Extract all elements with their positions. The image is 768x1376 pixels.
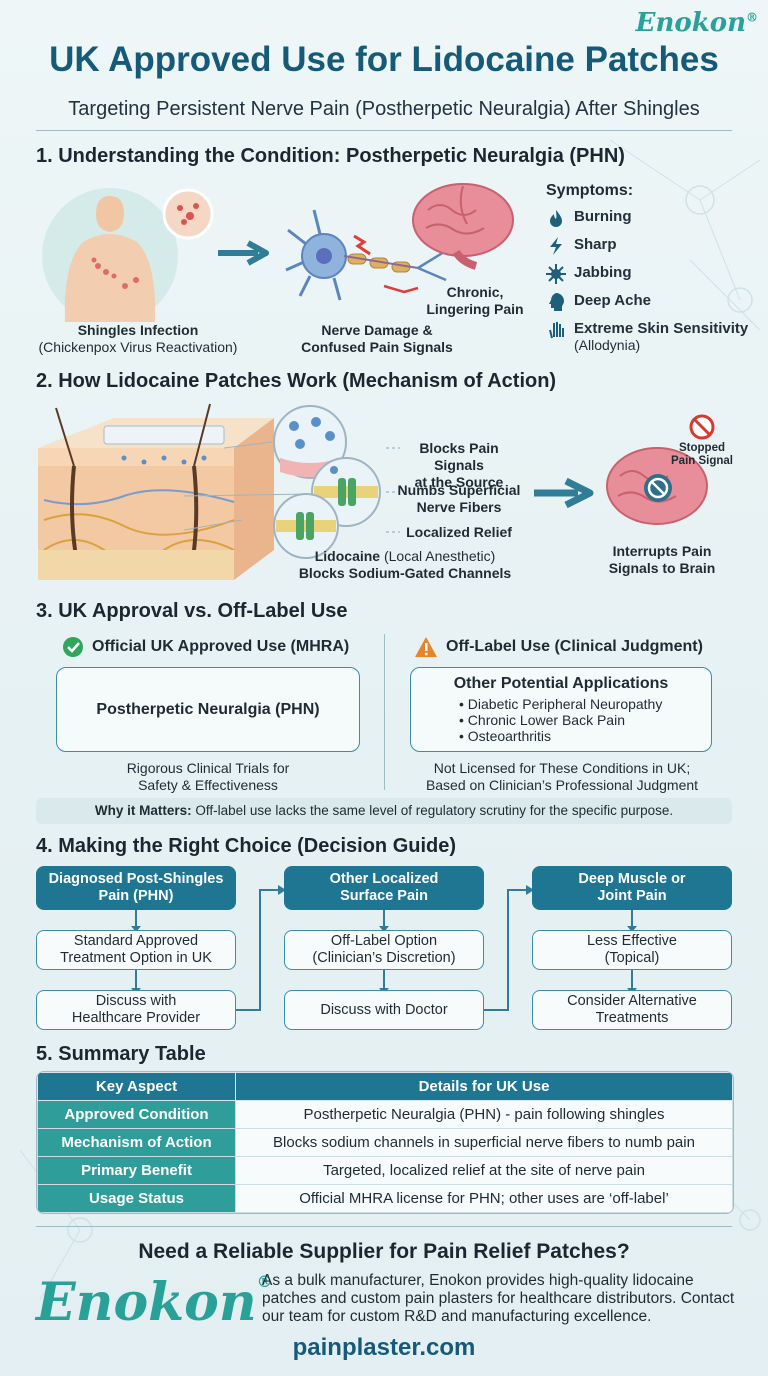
shingles-torso-illustration	[42, 188, 214, 322]
check-icon	[63, 637, 83, 657]
shingles-sublabel: (Chickenpox Virus Reactivation)	[38, 339, 238, 355]
symptom-item: Deep Ache	[546, 292, 756, 320]
stop-icon	[689, 414, 715, 440]
callout-localized-relief: Localized Relief	[406, 524, 512, 540]
brain-icon	[412, 183, 514, 270]
callout-blocks-pain-2: at the Source	[414, 474, 504, 490]
hand-icon	[546, 320, 566, 340]
warning-icon	[415, 637, 437, 657]
divider	[36, 1226, 732, 1227]
section-5-heading: 5. Summary Table	[36, 1043, 206, 1065]
footer-description: As a bulk manufacturer, Enokon provides …	[262, 1272, 735, 1325]
offlabel-note-2: Based on Clinician’s Professional Judgme…	[425, 777, 699, 793]
page-title: UK Approved Use for Lidocaine Patches	[49, 40, 719, 79]
symptom-item: Sharp	[546, 236, 756, 264]
lidocaine-label: Lidocaine	[314, 548, 381, 564]
lidocaine-desc: (Local Anesthetic)	[380, 548, 496, 564]
why-it-matters-banner: Why it Matters: Off-label use lacks the …	[36, 798, 732, 824]
callout-leader-lines	[386, 447, 400, 533]
section-1-heading: 1. Understanding the Condition: Postherp…	[36, 145, 625, 167]
offlabel-box-title: Other Potential Applications	[453, 675, 669, 692]
brand-logo-top: Enokon®	[635, 8, 758, 38]
column-header: Details for UK Use	[235, 1072, 733, 1101]
chronic-pain-label-2: Lingering Pain	[426, 301, 524, 317]
table-header-row: Key Aspect Details for UK Use	[37, 1072, 733, 1101]
stopped-signal-label-2: Pain Signal	[671, 455, 733, 467]
stopped-signal-label: Stopped	[679, 442, 725, 454]
offlabel-item: • Chronic Lower Back Pain	[459, 712, 625, 728]
nerve-damage-illustration	[285, 209, 447, 301]
offlabel-item: • Osteoarthritis	[459, 728, 552, 744]
symptom-item: Burning	[546, 208, 756, 236]
approved-note-2: Safety & Effectiveness	[138, 777, 278, 793]
approved-condition-box: Postherpetic Neuralgia (PHN)	[56, 667, 360, 752]
callout-numbs-2: Nerve Fibers	[416, 499, 502, 515]
column-header: Key Aspect	[37, 1072, 236, 1101]
offlabel-applications-box: Other Potential Applications • Diabetic …	[410, 667, 712, 752]
callout-numbs: Numbs Superficial	[397, 482, 521, 498]
nerve-damage-label: Nerve Damage &	[321, 322, 433, 338]
chronic-pain-label: Chronic,	[446, 284, 504, 300]
arrow-right-icon	[218, 240, 269, 266]
interrupts-label-2: Signals to Brain	[608, 560, 716, 576]
symptom-item: Extreme Skin Sensitivity(Allodynia)	[546, 320, 756, 360]
divider	[36, 130, 732, 131]
approved-note: Rigorous Clinical Trials for	[126, 760, 290, 776]
flow-deep-mid: Less Effective(Topical)	[532, 930, 732, 970]
symptom-item: Jabbing	[546, 264, 756, 292]
flame-icon	[546, 208, 566, 228]
section-4-heading: 4. Making the Right Choice (Decision Gui…	[36, 835, 457, 857]
arrow-right-icon	[534, 477, 594, 509]
section-3-heading: 3. UK Approval vs. Off-Label Use	[36, 600, 348, 622]
section-2-heading: 2. How Lidocaine Patches Work (Mechanism…	[36, 370, 557, 392]
interrupts-label: Interrupts Pain	[612, 543, 712, 559]
sodium-channels-label: Blocks Sodium-Gated Channels	[298, 565, 512, 581]
offlabel-use-title: Off-Label Use (Clinical Judgment)	[414, 636, 703, 658]
website-link[interactable]: painplaster.com	[292, 1334, 476, 1361]
burst-icon	[546, 264, 566, 284]
brain-blocked-icon	[606, 447, 708, 525]
brand-logo-footer: Enokon®	[36, 1272, 273, 1333]
flow-surface-mid: Off-Label Option(Clinician’s Discretion)	[284, 930, 484, 970]
summary-table: Key Aspect Details for UK Use Approved C…	[37, 1072, 733, 1213]
lightning-icon	[546, 236, 566, 256]
callout-blocks-pain: Blocks Pain Signals	[419, 440, 499, 473]
flow-surface-low: Discuss with Doctor	[284, 990, 484, 1030]
summary-table-wrapper: Key Aspect Details for UK Use Approved C…	[36, 1071, 734, 1214]
footer-heading: Need a Reliable Supplier for Pain Relief…	[138, 1240, 630, 1263]
offlabel-item: • Diabetic Peripheral Neuropathy	[459, 696, 663, 712]
offlabel-note: Not Licensed for These Conditions in UK;	[433, 760, 691, 776]
shingles-label: Shingles Infection	[77, 322, 199, 338]
column-divider	[384, 634, 385, 790]
symptoms-title: Symptoms:	[546, 182, 634, 199]
skin-patch-mechanism-illustration	[38, 403, 381, 580]
symptoms-list: Burning Sharp Jabbing Deep Ache Extreme …	[546, 208, 756, 360]
nerve-damage-label-2: Confused Pain Signals	[301, 339, 453, 355]
page-subtitle: Targeting Persistent Nerve Pain (Posther…	[68, 98, 700, 120]
approved-use-title: Official UK Approved Use (MHRA)	[62, 636, 349, 658]
head-icon	[546, 292, 566, 312]
